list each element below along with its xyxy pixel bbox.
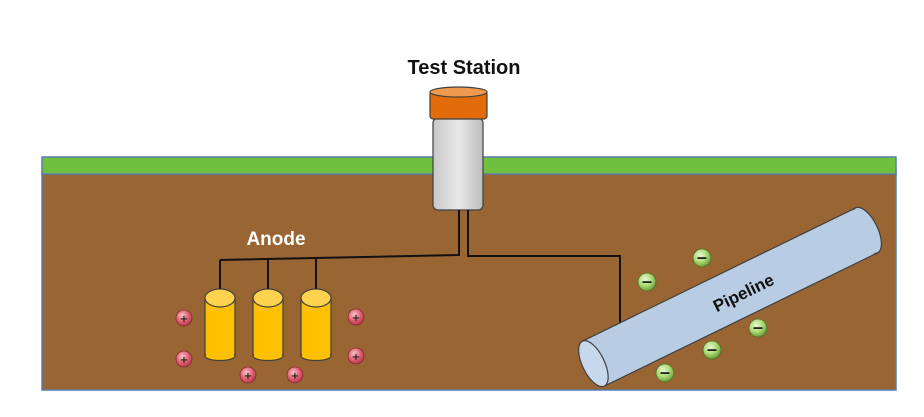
positive-ions: + + + + + + — [175, 308, 365, 384]
positive-ion: + — [175, 309, 193, 327]
svg-text:+: + — [244, 371, 252, 382]
anode-cylinder — [300, 288, 332, 362]
anodes — [204, 288, 332, 362]
svg-text:+: + — [352, 313, 360, 324]
pipeline: Pipeline — [578, 206, 882, 388]
negative-ion — [637, 272, 657, 292]
negative-ion — [702, 340, 722, 360]
negative-ion — [748, 318, 768, 338]
svg-text:+: + — [291, 371, 299, 382]
svg-text:+: + — [180, 314, 188, 325]
positive-ion: + — [286, 366, 304, 384]
positive-ion: + — [347, 347, 365, 365]
positive-ion: + — [347, 308, 365, 326]
positive-ion: + — [175, 350, 193, 368]
svg-text:+: + — [180, 355, 188, 366]
test-station-post — [432, 117, 484, 211]
wires — [219, 210, 621, 330]
test-station — [429, 86, 488, 211]
anode-cylinder — [204, 288, 236, 362]
negative-ion — [655, 363, 675, 383]
test-station-cap-top — [429, 86, 488, 98]
pipeline-open-end — [578, 340, 609, 388]
test-station-label: Test Station — [408, 57, 521, 79]
positive-ion: + — [239, 366, 257, 384]
svg-text:+: + — [352, 352, 360, 363]
anode-cylinder — [252, 288, 284, 362]
negative-ions — [637, 248, 768, 383]
anode-wire — [219, 210, 460, 261]
anode-label: Anode — [246, 229, 305, 250]
negative-ion — [692, 248, 712, 268]
pipeline-wire — [467, 210, 621, 330]
